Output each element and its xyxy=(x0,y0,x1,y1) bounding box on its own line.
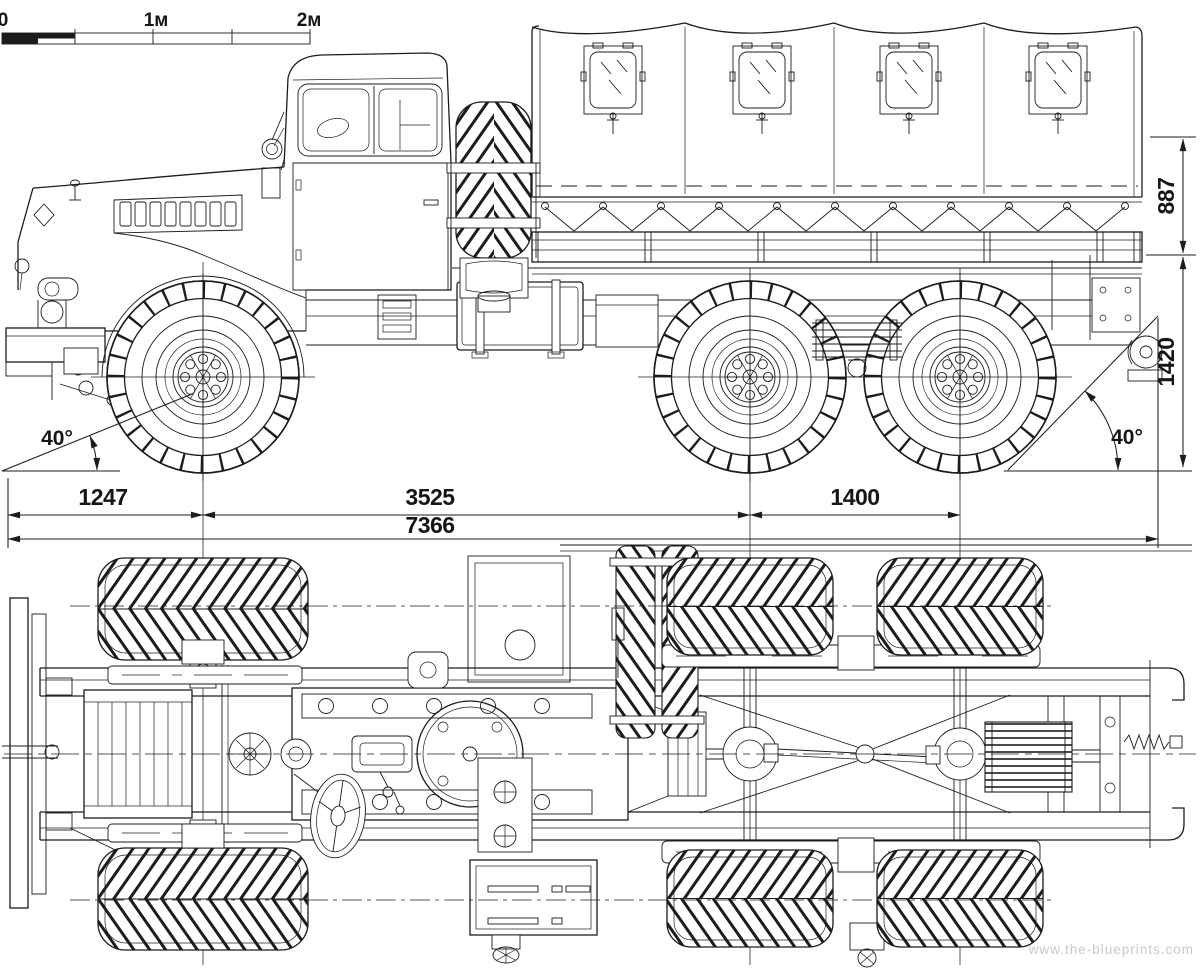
rear-wheel2-plan-left xyxy=(877,558,1043,655)
cargo-bed xyxy=(452,22,1143,275)
rear-hitch xyxy=(1051,255,1163,382)
length-dimensions: 1247 3525 1400 7366 xyxy=(7,318,1159,548)
departure-angle-label: 40° xyxy=(1111,426,1143,449)
front-wheel-plan-right xyxy=(98,848,308,950)
mirror xyxy=(261,111,285,199)
cab-windows xyxy=(297,83,443,157)
mid-bracket xyxy=(477,757,533,853)
approach-angle: 40° xyxy=(1,393,193,472)
height-dimensions: 887 1420 xyxy=(1146,136,1196,468)
front-axle-details xyxy=(51,347,141,409)
scale-label-1m: 1м xyxy=(144,10,169,31)
annotations: 40° 40° 887 1420 1247 3525 1400 7366 xyxy=(1,136,1196,548)
rear-wheel1-plan-right xyxy=(667,850,833,947)
underbody xyxy=(51,255,1163,409)
plan-view xyxy=(2,544,1196,968)
cab-door xyxy=(292,162,449,291)
watermark: www.the-blueprints.com xyxy=(1028,942,1194,957)
rear-wheel2-plan-right xyxy=(877,850,1043,947)
scale-label-0: 0 xyxy=(0,10,8,31)
bogie-spring xyxy=(812,319,902,378)
side-view xyxy=(5,22,1163,481)
rear-wheel1-plan-left xyxy=(667,558,833,655)
hood-ornament xyxy=(69,179,81,201)
dim-7366: 7366 xyxy=(405,512,454,538)
approach-angle-label: 40° xyxy=(41,427,73,450)
headlight xyxy=(37,277,79,301)
dim-1247: 1247 xyxy=(78,484,127,510)
hood-louvers xyxy=(119,201,237,227)
bumper-plan xyxy=(2,597,73,909)
battery-box xyxy=(469,859,598,964)
dim-887: 887 xyxy=(1153,178,1179,215)
cab-step xyxy=(377,294,417,340)
tarp-windows xyxy=(580,42,1091,134)
winch xyxy=(984,721,1183,793)
side-boards xyxy=(452,231,1143,275)
scale-label-2m: 2м xyxy=(297,10,322,31)
dim-1400: 1400 xyxy=(830,484,879,510)
wheels-plan xyxy=(98,558,1043,950)
tarp-lacing xyxy=(541,202,1129,232)
dim-1420: 1420 xyxy=(1153,337,1179,386)
scale-bar: 0 1м 2м xyxy=(0,10,322,45)
dim-3525: 3525 xyxy=(405,484,455,510)
brand-emblem xyxy=(33,203,55,227)
departure-angle: 40° xyxy=(1004,315,1192,472)
steering-wheel xyxy=(293,771,405,859)
spare-wheel xyxy=(446,101,541,313)
toolbox xyxy=(595,294,659,348)
